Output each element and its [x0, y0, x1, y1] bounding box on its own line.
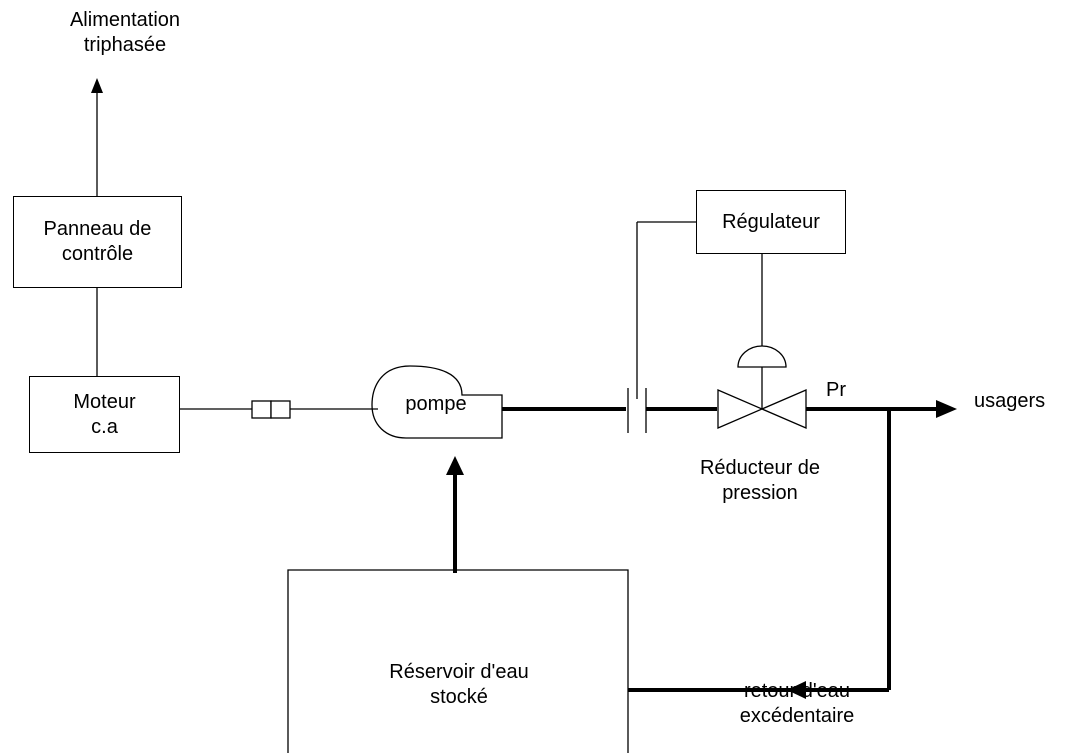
reservoir-line2: stocké: [430, 686, 488, 708]
valve-actuator: [737, 345, 787, 368]
coupling-left: [251, 400, 272, 419]
regulator-label: Régulateur: [722, 210, 820, 233]
pressure-valve-body: [717, 389, 807, 429]
power-supply-label: Alimentation triphasée: [40, 8, 210, 58]
excess-return-line1: retour d'eau: [743, 680, 851, 702]
control-panel-line1: Panneau de: [43, 218, 152, 240]
excess-return-label: retour d'eau excédentaire: [712, 679, 882, 729]
supply-arrowhead: [91, 78, 103, 93]
pressure-reducer-label: Réducteur de pression: [660, 456, 860, 506]
power-supply-line1: Alimentation: [69, 9, 181, 31]
pressure-tag: Pr: [826, 379, 846, 401]
reservoir-line1: Réservoir d'eau: [389, 661, 529, 683]
control-panel-line2: contrôle: [61, 243, 134, 265]
power-supply-line2: triphasée: [83, 34, 167, 56]
regulator-box: Régulateur: [696, 190, 846, 254]
users-label: usagers: [974, 390, 1046, 412]
control-panel-box: Panneau de contrôle: [13, 196, 182, 288]
coupling-right: [270, 400, 291, 419]
pressure-reducer-line2: pression: [722, 482, 798, 504]
reservoir-label: Réservoir d'eau stocké: [348, 660, 570, 710]
pump-label: pompe: [405, 393, 467, 415]
motor-line1: Moteur: [73, 390, 136, 413]
excess-return-line2: excédentaire: [739, 705, 855, 727]
users-arrowhead: [936, 400, 957, 418]
motor-box: Moteur c.a: [29, 376, 180, 453]
return-arrowhead: [787, 681, 806, 699]
motor-line2: c.a: [91, 415, 118, 438]
suction-arrowhead: [446, 456, 464, 475]
pressure-reducer-line1: Réducteur de: [699, 457, 821, 479]
reservoir-outline: [287, 569, 629, 753]
pump-casing: [371, 365, 503, 439]
